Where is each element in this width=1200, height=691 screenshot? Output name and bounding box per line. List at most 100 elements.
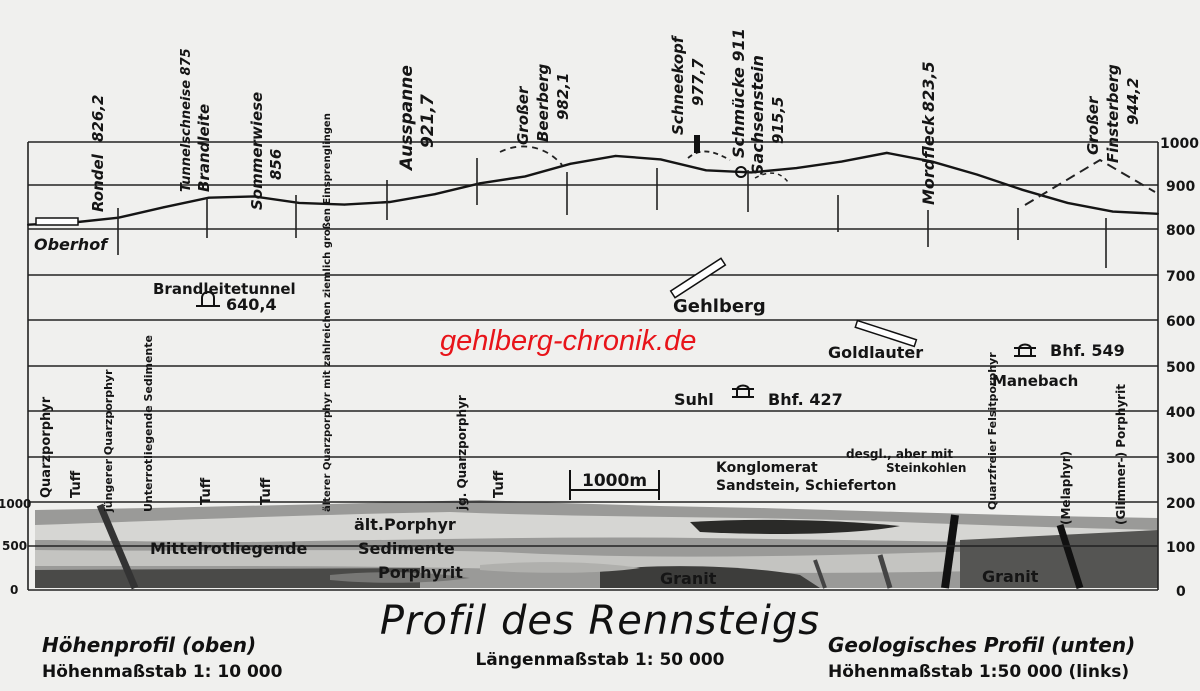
label-sandstein: Sandstein, Schieferton xyxy=(716,478,896,494)
label-konglomerat: Konglomerat xyxy=(716,460,818,476)
label-jg-quarzporphyr: jg. Quarzporphyr xyxy=(455,395,469,511)
scalebar-label: 1000m xyxy=(582,471,647,491)
label-bhf427: Bhf. 427 xyxy=(768,390,843,409)
left-tick-1000: 1000 xyxy=(0,497,31,511)
right-tick-500: 500 xyxy=(1166,360,1195,376)
right-tick-300: 300 xyxy=(1166,451,1195,467)
elevation-point xyxy=(298,201,301,204)
geology-porphyrit-lens xyxy=(480,562,640,573)
elevation-point xyxy=(343,203,346,206)
geology-labels: Quarzporphyr Tuff jüngerer Quarzporphyr … xyxy=(39,113,1128,588)
label-goldlauter: Goldlauter xyxy=(828,343,923,362)
label-sachsenstein-elev: 915,5 xyxy=(769,97,787,144)
gehlberg-tunnel-icon xyxy=(669,257,727,299)
suhl-station-icon xyxy=(732,384,754,398)
right-tick-1000: 1000 xyxy=(1160,136,1199,152)
left-tick-0: 0 xyxy=(10,583,18,597)
label-sommerwiese-elev: 856 xyxy=(267,149,285,180)
label-ausspanne-elev: 921,7 xyxy=(418,94,438,148)
elevation-point xyxy=(750,171,753,174)
right-axis: 1000 900 800 700 600 500 400 300 200 100… xyxy=(1160,136,1199,600)
label-brandleitetunnel: Brandleitetunnel xyxy=(153,280,296,298)
sachsenstein-dashed xyxy=(754,172,789,183)
elevation-point xyxy=(1021,188,1024,191)
right-tick-0: 0 xyxy=(1176,584,1186,600)
caption-left-scale: Höhenmaßstab 1: 10 000 xyxy=(42,662,283,682)
schmuecke-marker-icon xyxy=(735,166,747,178)
station-ticks xyxy=(117,158,1107,268)
grid xyxy=(27,141,1159,591)
right-tick-800: 800 xyxy=(1166,223,1195,239)
geology-dike-3 xyxy=(1056,523,1084,590)
elevation-point xyxy=(614,154,617,157)
tunnel-portal-icon xyxy=(196,291,220,307)
geology-section xyxy=(35,500,1158,590)
label-tuff-3: Tuff xyxy=(259,477,274,505)
left-tick-500: 500 xyxy=(2,539,27,553)
elevation-point xyxy=(253,195,255,198)
label-gehlberg: Gehlberg xyxy=(673,296,766,317)
elevation-point xyxy=(1066,201,1069,204)
elevation-point xyxy=(976,173,979,176)
left-axis: 1000 500 0 xyxy=(0,497,31,597)
label-ausspanne: Ausspanne xyxy=(397,65,417,172)
elevation-point xyxy=(207,196,210,199)
watermark-text: gehlberg-chronik.de xyxy=(440,325,697,357)
geology-dike-2 xyxy=(941,514,959,589)
label-glimmer-porphyrit: (Glimmer-) Porphyrit xyxy=(1114,384,1128,525)
beerberg-dashed-summit xyxy=(499,145,563,166)
manebach-station-icon xyxy=(1014,343,1036,357)
label-sachsenstein: Sachsenstein xyxy=(748,55,767,175)
right-tick-700: 700 xyxy=(1166,269,1195,285)
right-tick-200: 200 xyxy=(1166,496,1195,512)
right-tick-600: 600 xyxy=(1166,314,1195,330)
label-alt-porphyr: ält.Porphyr xyxy=(354,515,456,534)
elevation-point xyxy=(1157,212,1159,215)
schneekopf-dashed-summit xyxy=(687,150,731,161)
caption-right-scale: Höhenmaßstab 1:50 000 (links) xyxy=(828,662,1130,682)
elevation-point xyxy=(27,223,29,226)
label-manebach: Manebach xyxy=(992,372,1078,390)
elevation-point xyxy=(524,175,527,178)
label-quarzporphyr: Quarzporphyr xyxy=(39,396,54,498)
oberhof-station-icon xyxy=(35,217,79,226)
label-suhl: Suhl xyxy=(674,390,714,409)
elevation-point xyxy=(569,162,572,165)
elevation-point xyxy=(1111,210,1114,213)
label-schneekopf-elev: 977,7 xyxy=(689,58,707,106)
geology-granit-center xyxy=(600,566,820,588)
elevation-point xyxy=(795,167,798,170)
label-finsterberg: Finsterberg xyxy=(1104,64,1122,163)
label-granit-1: Granit xyxy=(660,569,717,588)
label-granit-2: Granit xyxy=(982,567,1039,586)
elevation-point xyxy=(433,193,436,196)
label-rondel: Rondel xyxy=(89,153,107,212)
schneekopf-tower-icon xyxy=(694,135,700,153)
label-tuff-1: Tuff xyxy=(69,470,84,498)
label-beerberg-elev: 982,1 xyxy=(554,73,572,120)
label-tunnelschneise: Tunnelschneise 875 xyxy=(179,48,194,192)
label-schmuecke: Schmücke 911 xyxy=(729,28,748,158)
elevation-point xyxy=(885,151,888,154)
label-sommerwiese: Sommerwiese xyxy=(248,92,266,210)
label-melaphyr: (Melaphyr) xyxy=(1059,451,1073,525)
label-sedimente: Sedimente xyxy=(358,539,455,558)
label-bhf549: Bhf. 549 xyxy=(1050,341,1125,360)
label-mordfleck-elev: 823,5 xyxy=(919,61,938,112)
geology-dike-5 xyxy=(813,559,827,589)
elevation-point xyxy=(479,182,481,185)
label-finsterberg-elev: 944,2 xyxy=(1124,78,1142,125)
label-oberhof: Oberhof xyxy=(34,235,109,254)
label-tuff-4: Tuff xyxy=(492,470,507,498)
label-unterrotliegende: Unterrotliegende Sedimente xyxy=(142,335,155,512)
geology-coal-seam xyxy=(690,519,900,534)
label-desgl: desgl., aber mit xyxy=(846,447,953,461)
right-tick-100: 100 xyxy=(1166,540,1195,556)
label-grosser-finsterberg: Großer xyxy=(1084,95,1102,155)
elevation-point xyxy=(840,160,843,163)
geology-band-light xyxy=(35,512,1158,545)
label-tuff-2: Tuff xyxy=(199,477,214,505)
label-tunnel-elev: 640,4 xyxy=(226,295,277,314)
